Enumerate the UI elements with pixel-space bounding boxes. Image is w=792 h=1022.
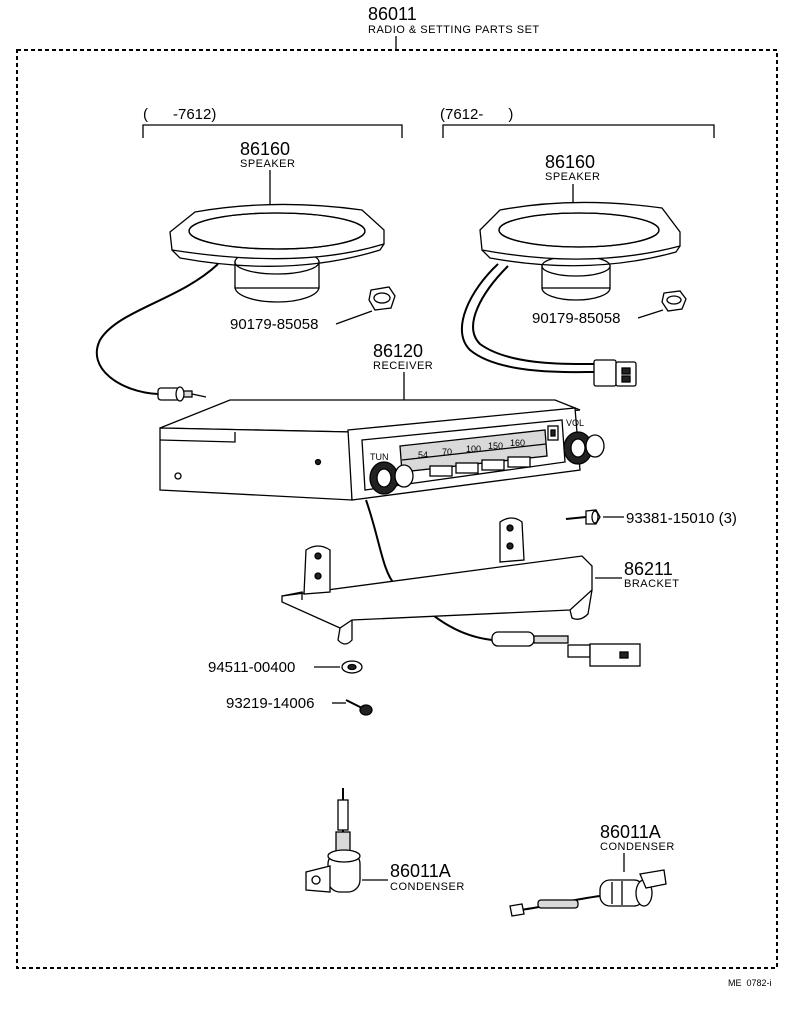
nut-left-leader [335, 310, 373, 325]
speaker-left-part-number: 86160 [240, 139, 290, 159]
receiver-dial-mark-5: 160 [510, 438, 525, 448]
speaker-left-cable [95, 263, 219, 395]
receiver-part-number: 86120 [373, 341, 423, 361]
bracket-illustration [281, 517, 593, 645]
speaker-right-cable-b [472, 265, 595, 366]
speaker-right-illustration [479, 201, 681, 301]
range-left-label: ( -7612) [143, 106, 216, 123]
speaker-left-illustration [169, 203, 385, 303]
receiver-illustration [159, 399, 605, 501]
screw-part-number: 93381-15010 (3) [626, 510, 737, 527]
speaker-right-name: SPEAKER [545, 171, 600, 183]
nut-left-illustration [368, 286, 396, 311]
set-part-name: RADIO & SETTING PARTS SET [368, 24, 540, 36]
receiver-power-fuse [491, 631, 641, 667]
receiver-knob-label-vol: VOL [566, 418, 584, 428]
speaker-left-name: SPEAKER [240, 158, 295, 170]
nut-right-part-number: 90179-85058 [532, 310, 620, 327]
footer-code: ME 0782-i [728, 978, 772, 988]
nut-right-illustration [661, 290, 687, 312]
receiver-name: RECEIVER [373, 360, 433, 372]
condenser-right-name: CONDENSER [600, 841, 675, 853]
receiver-dial-mark-4: 150 [488, 441, 503, 451]
condenser-left-name: CONDENSER [390, 881, 465, 893]
speaker-left-plug [157, 386, 207, 402]
speaker-right-cable [460, 263, 595, 374]
condenser-left-part-number: 86011A [390, 861, 451, 881]
range-right-label: (7612- ) [440, 106, 513, 123]
receiver-dial-mark-1: 54 [418, 450, 428, 460]
washer-part-number: 94511-00400 [208, 659, 295, 676]
nut-left-part-number: 90179-85058 [230, 316, 318, 333]
condenser-left-illustration [305, 788, 361, 893]
bolt-part-number: 93219-14006 [226, 695, 314, 712]
set-part-number: 86011 [368, 4, 417, 24]
washer-illustration [341, 660, 363, 674]
set-boundary-border [16, 49, 778, 969]
condenser-right-part-number: 86011A [600, 822, 661, 842]
speaker-right-part-number: 86160 [545, 152, 595, 172]
receiver-dial-mark-2: 70 [442, 447, 452, 457]
nut-right-leader [637, 309, 664, 319]
condenser-right-illustration [509, 869, 667, 917]
range-left-bracket [142, 124, 403, 138]
receiver-dial-mark-3: 100 [466, 444, 481, 454]
bracket-part-number: 86211 [624, 559, 673, 579]
bracket-name: BRACKET [624, 578, 679, 590]
speaker-right-connector [593, 359, 637, 387]
range-right-bracket [442, 124, 715, 138]
bolt-illustration [345, 699, 373, 716]
screw-illustration [565, 509, 601, 525]
receiver-knob-label-tun: TUN [370, 452, 389, 462]
